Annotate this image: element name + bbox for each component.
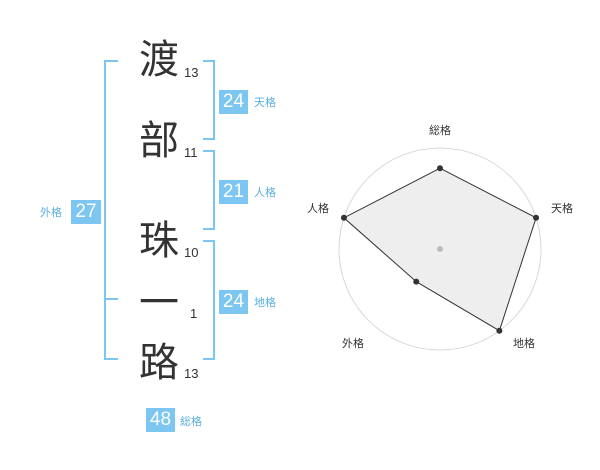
stroke-count-5: 13 (184, 366, 199, 381)
name-char-4: 一 (139, 280, 179, 326)
radar-point (533, 214, 540, 221)
tenkaku-label: 天格 (254, 96, 276, 109)
radar-points (340, 165, 540, 334)
chikaku-value: 24 (219, 290, 248, 314)
axis-label-gaikaku: 外格 (342, 336, 364, 350)
jinkaku-value: 21 (219, 180, 248, 204)
chikaku-label: 地格 (254, 296, 276, 309)
soukaku-label: 総格 (180, 415, 202, 428)
tenkaku-value: 24 (219, 90, 248, 114)
stroke-count-1: 13 (184, 65, 199, 80)
axis-label-soukaku: 総格 (429, 123, 451, 137)
radar-point (496, 327, 503, 334)
radar-point (437, 165, 443, 172)
name-char-5: 路 (139, 340, 179, 386)
name-char-3: 珠 (139, 218, 179, 264)
radar-point (413, 278, 420, 285)
axis-label-jinkaku: 人格 (307, 201, 329, 215)
stroke-count-2: 11 (184, 145, 198, 160)
axis-label-chikaku: 地格 (513, 336, 535, 350)
gaikaku-label: 外格 (40, 206, 62, 219)
radar-center-dot (437, 246, 443, 252)
soukaku-value: 48 (146, 408, 175, 432)
gaikaku-value: 27 (71, 200, 101, 224)
name-char-1: 渡 (139, 37, 179, 83)
name-char-2: 部 (139, 118, 179, 164)
axis-label-tenkaku: 天格 (551, 201, 573, 215)
stroke-count-3: 10 (184, 245, 199, 260)
radar-point (340, 214, 347, 221)
stroke-count-4: 1 (190, 306, 198, 321)
jinkaku-label: 人格 (254, 186, 276, 199)
